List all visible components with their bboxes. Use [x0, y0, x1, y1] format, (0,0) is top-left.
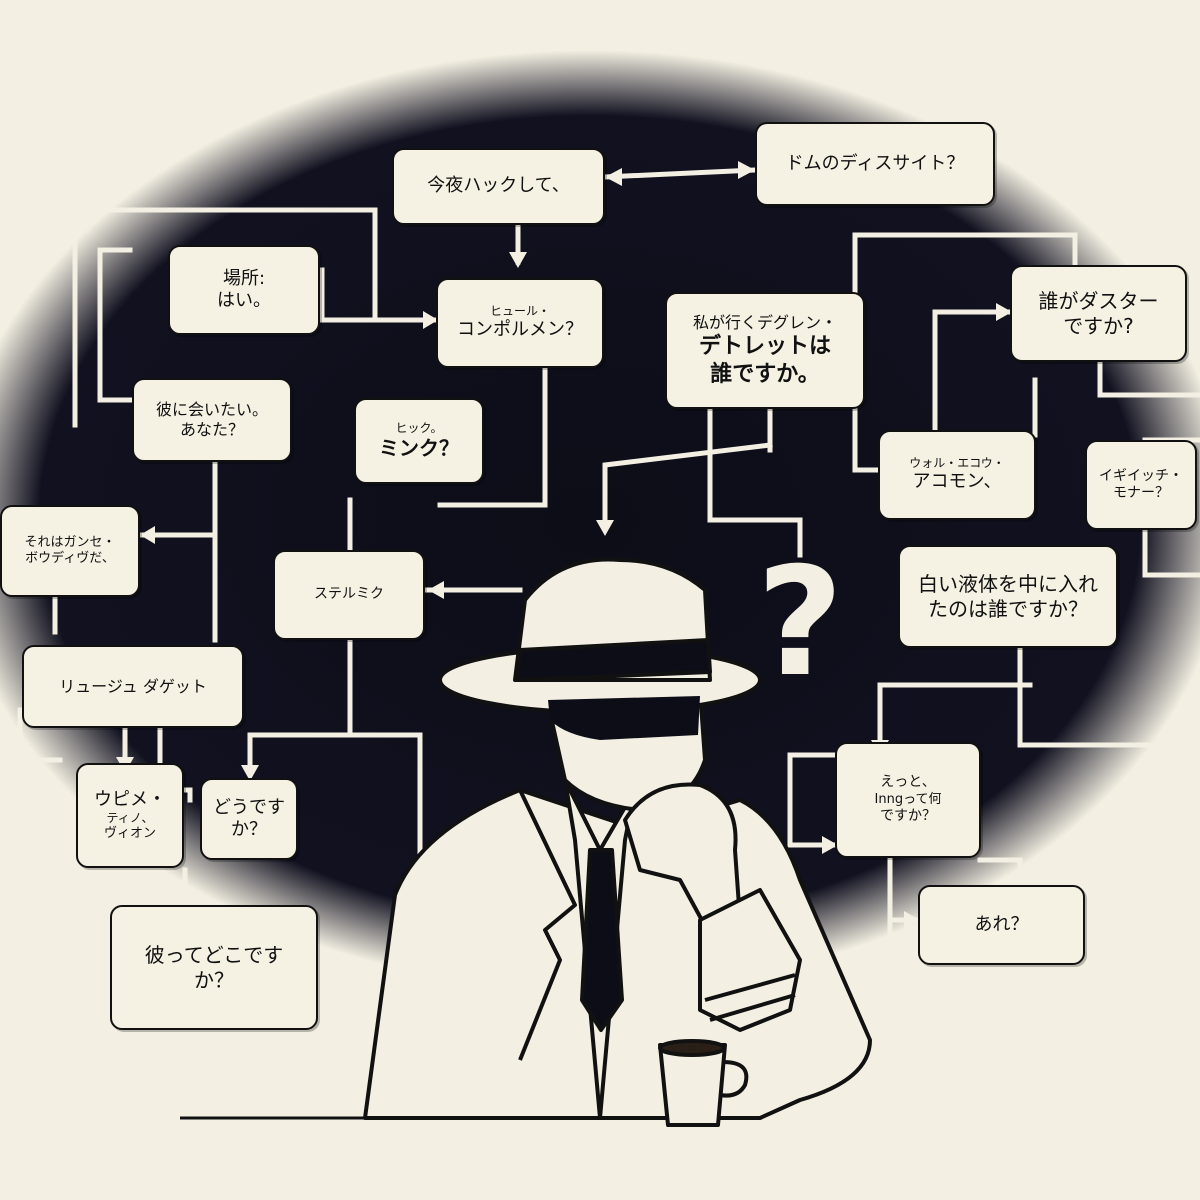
box-line: 場所:	[222, 267, 266, 289]
box-place: 場所: はい。	[168, 245, 320, 335]
box-line: イギイッチ・	[1099, 467, 1183, 484]
connector-lines	[17, 167, 1200, 978]
box-line: あなた？	[179, 420, 244, 439]
box-igiich: イギイッチ・ モナー？	[1085, 440, 1197, 530]
box-line: 私が行くデグレン・	[692, 313, 837, 332]
box-line: 彼ってどこです	[144, 942, 284, 967]
box-duster: 誰がダスター ですか?	[1010, 265, 1187, 362]
box-hick: ヒック。 ミンク？	[354, 398, 484, 484]
box-line: ティノ、	[106, 811, 154, 826]
coffee-cup	[658, 1043, 727, 1127]
hand	[623, 782, 742, 937]
box-line: アコモン、	[912, 471, 1002, 493]
box-line: あれ？	[974, 913, 1029, 935]
coffee	[658, 1039, 726, 1057]
box-line: ヴィオン	[103, 826, 156, 842]
box-line: ですか?	[1063, 313, 1134, 338]
box-luge: リュージュ ダゲット	[22, 645, 244, 728]
box-line: 誰ですか。	[710, 361, 820, 387]
box-are: あれ？	[918, 885, 1085, 965]
box-where-is-he: 彼ってどこです か？	[110, 905, 318, 1030]
box-stelmik: ステルミク	[273, 550, 425, 640]
box-line: ミンク？	[379, 436, 459, 460]
box-upime: ウピメ・ ティノ、 ヴィオン	[76, 763, 184, 868]
box-line: えっと、	[880, 774, 936, 791]
box-line: か？	[231, 819, 267, 840]
face-shadow	[548, 696, 700, 740]
box-wol-ekou: ウォル・エコウ・ アコモン、	[878, 430, 1036, 520]
box-line: か？	[194, 967, 234, 992]
box-line: どうです	[213, 796, 285, 818]
box-line: モナー？	[1113, 485, 1169, 501]
box-detlet: 私が行くデグレン・ デトレットは 誰ですか。	[665, 292, 865, 409]
box-line: コンポルメン？	[457, 319, 583, 341]
box-line: 彼に会いたい。	[155, 400, 268, 419]
box-line: リュージュ ダゲット	[59, 676, 207, 696]
cup-handle	[719, 1060, 749, 1098]
box-line: ヒュール・	[489, 304, 550, 319]
box-line: ウォル・エコウ・	[909, 456, 1005, 471]
box-line: はい。	[217, 290, 271, 311]
box-line: ウピメ・	[94, 788, 166, 810]
sleeve-band	[704, 973, 796, 1022]
box-hule: ヒュール・ コンポルメン？	[436, 278, 604, 368]
box-line: ヒック。	[395, 421, 443, 435]
box-etto: えっと、 Inngって何 ですか？	[835, 742, 981, 858]
box-meet-him: 彼に会いたい。 あなた？	[132, 378, 292, 462]
tie	[580, 848, 624, 1032]
box-line: それはガンセ・	[24, 534, 116, 550]
box-line: 白い液体を中に入れ	[918, 571, 1098, 596]
box-line: Inngって何	[874, 791, 942, 807]
box-line: ボウディヴだ、	[25, 551, 115, 566]
box-line: ドムのディスサイト？	[785, 152, 965, 174]
left-lapel	[518, 789, 577, 1061]
box-line: 誰がダスター	[1038, 288, 1159, 313]
box-dom-site: ドムのディスサイト？	[755, 122, 995, 206]
hat-band	[515, 638, 712, 682]
box-line: 今夜ハックして、	[427, 175, 570, 197]
box-line: ですか？	[880, 808, 936, 825]
box-dou: どうです か？	[200, 778, 298, 860]
box-line: たのは誰ですか？	[928, 596, 1088, 621]
box-line: デトレットは	[698, 334, 831, 359]
box-white-liquid: 白い液体を中に入れ たのは誰ですか？	[898, 545, 1118, 648]
box-tonight-hack: 今夜ハックして、	[392, 148, 605, 225]
question-mark: ?	[756, 536, 844, 710]
box-line: ステルミク	[314, 586, 384, 603]
detective-figure	[363, 557, 872, 1127]
box-gansei: それはガンセ・ ボウディヴだ、	[0, 505, 140, 597]
